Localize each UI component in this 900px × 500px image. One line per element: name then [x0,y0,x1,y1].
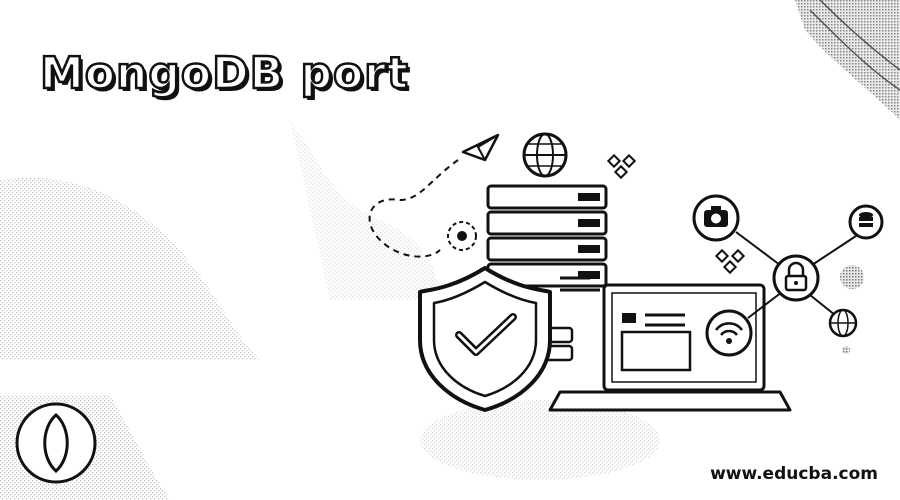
website-watermark: www.educba.com [710,464,878,484]
laptop-icon [544,276,792,412]
page-title: MongoDB port [39,47,409,101]
network-lines [735,231,857,319]
wifi-icon [705,309,753,357]
flight-path [368,159,459,258]
paper-plane-icon [461,133,500,162]
target-icon [447,221,477,251]
logo-icon [15,402,97,484]
database-icon [848,204,884,240]
globe-icon [522,132,568,178]
camera-icon [692,194,740,242]
dot-decoration [840,265,864,289]
small-globe-icon [828,308,858,354]
server-stack-icon [486,184,608,288]
shield-check-icon [418,266,552,412]
sparkle-decoration [606,153,746,275]
lock-icon [772,254,820,302]
